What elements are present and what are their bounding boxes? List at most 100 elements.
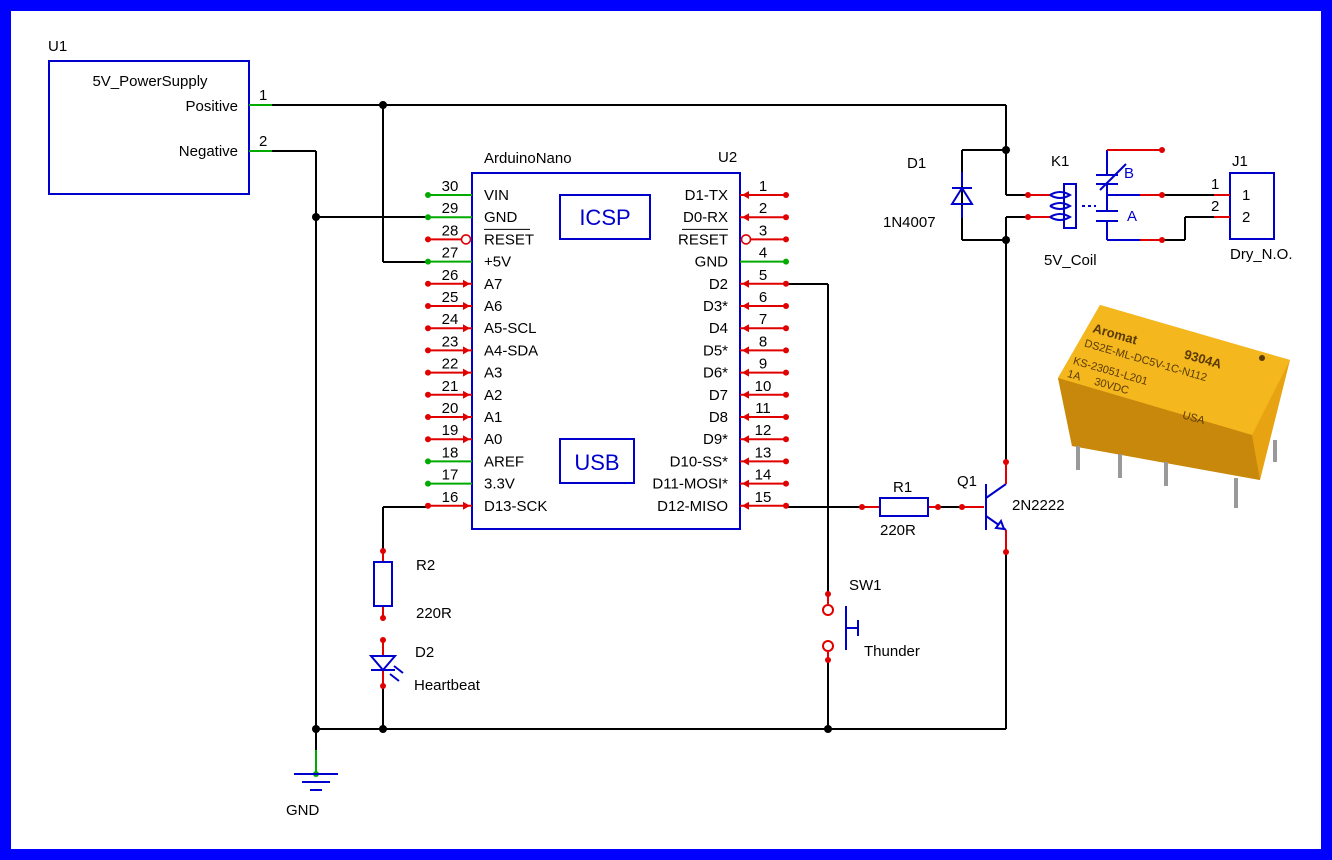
icsp-label: ICSP — [579, 205, 630, 230]
right-pin-2[interactable]: 2D0-RX — [683, 200, 789, 226]
pin-label: D2 — [709, 276, 728, 293]
icsp-box — [559, 194, 651, 240]
pin-number: 16 — [442, 489, 459, 506]
j1-ref: J1 — [1232, 153, 1248, 170]
transistor-q1[interactable]: Q1 2N2222 — [957, 459, 1065, 555]
right-pin-7[interactable]: 7D4 — [709, 311, 789, 337]
relay-k1[interactable]: K1 5V_Coil B A — [1025, 147, 1165, 269]
pin-label: A5-SCL — [484, 320, 537, 337]
pin-label: RESET — [484, 231, 534, 248]
u2-name: ArduinoNano — [484, 150, 572, 167]
d1-ref: D1 — [907, 155, 926, 172]
pin-label: A0 — [484, 431, 502, 448]
pin-number: 20 — [442, 400, 459, 417]
pin-label: +5V — [484, 254, 511, 271]
u1-negative-label: Negative — [179, 143, 238, 160]
sw1-ref: SW1 — [849, 577, 882, 594]
pin-label: D3* — [703, 298, 728, 315]
gnd-label: GND — [286, 802, 320, 819]
power-supply-u1[interactable]: U1 5V_PowerSupply Positive Negative 1 2 — [48, 38, 272, 195]
pin-label: A7 — [484, 276, 502, 293]
photo-rating1: 1A — [1066, 368, 1083, 383]
right-pin-8[interactable]: 8D5* — [703, 333, 789, 359]
k1-contact-b: B — [1124, 165, 1134, 182]
usb-label: USB — [574, 450, 619, 475]
sw1-value: Thunder — [864, 643, 920, 660]
left-pin-17[interactable]: 17 3.3V — [425, 467, 515, 493]
u1-name: 5V_PowerSupply — [92, 73, 208, 90]
j1-pin2: 2 — [1211, 198, 1219, 215]
r2-ref: R2 — [416, 557, 435, 574]
pin-number: 26 — [442, 267, 459, 284]
r1-ref: R1 — [893, 479, 912, 496]
pin-label: D0-RX — [683, 209, 728, 226]
diode-d1[interactable]: D1 1N4007 — [883, 155, 974, 231]
led-d2[interactable]: D2 Heartbeat — [368, 637, 481, 694]
resistor-r1[interactable]: R1 220R — [859, 479, 941, 539]
pin-label: D13-SCK — [484, 498, 547, 515]
resistor-r2[interactable]: R2 220R — [373, 548, 452, 622]
pin-number: 1 — [759, 178, 767, 195]
usb-box — [559, 438, 635, 484]
pin-number: 12 — [755, 422, 772, 439]
pin-label: D6* — [703, 365, 728, 382]
pin-bubble — [460, 234, 472, 245]
pin-number: 17 — [442, 467, 459, 484]
pin-label: D8 — [709, 409, 728, 426]
pin-label: D10-SS* — [670, 453, 729, 470]
right-pin-9[interactable]: 9D6* — [703, 356, 789, 382]
j1-box-pin2: 2 — [1242, 209, 1250, 226]
connector-j1[interactable]: J1 1 2 1 2 Dry_N.O. — [1211, 153, 1293, 263]
pin-number: 10 — [755, 378, 772, 395]
pin-label: 3.3V — [484, 476, 515, 493]
right-pin-5[interactable]: 5D2 — [709, 267, 789, 293]
pin-label: D5* — [703, 342, 728, 359]
left-pin-27[interactable]: 27+5V — [425, 245, 511, 271]
pin-label: A3 — [484, 365, 502, 382]
pin-number: 30 — [442, 178, 459, 195]
pin-label: D1-TX — [685, 187, 728, 204]
wires — [272, 104, 1214, 774]
pin-label: D9* — [703, 431, 728, 448]
d2-value: Heartbeat — [414, 677, 481, 694]
u1-ref: U1 — [48, 38, 67, 55]
pin-label: A1 — [484, 409, 502, 426]
pin-number: 3 — [759, 222, 767, 239]
pin-label: GND — [484, 209, 518, 226]
right-pin-1[interactable]: 1D1-TX — [685, 178, 789, 204]
u1-pin1: 1 — [259, 87, 267, 104]
k1-contact-a: A — [1127, 208, 1137, 225]
pin-number: 24 — [442, 311, 459, 328]
right-pin-6[interactable]: 6D3* — [703, 289, 789, 315]
arduino-nano-u2[interactable]: ArduinoNano U2 ICSP USB 30VIN29GND28RESE… — [425, 149, 789, 530]
pin-label: GND — [695, 254, 729, 271]
j1-box-pin1: 1 — [1242, 187, 1250, 204]
pin-number: 22 — [442, 356, 459, 373]
j1-value: Dry_N.O. — [1230, 246, 1293, 263]
junctions — [312, 101, 1010, 733]
switch-sw1[interactable]: SW1 Thunder — [822, 577, 920, 663]
ground-symbol: GND — [286, 750, 338, 819]
